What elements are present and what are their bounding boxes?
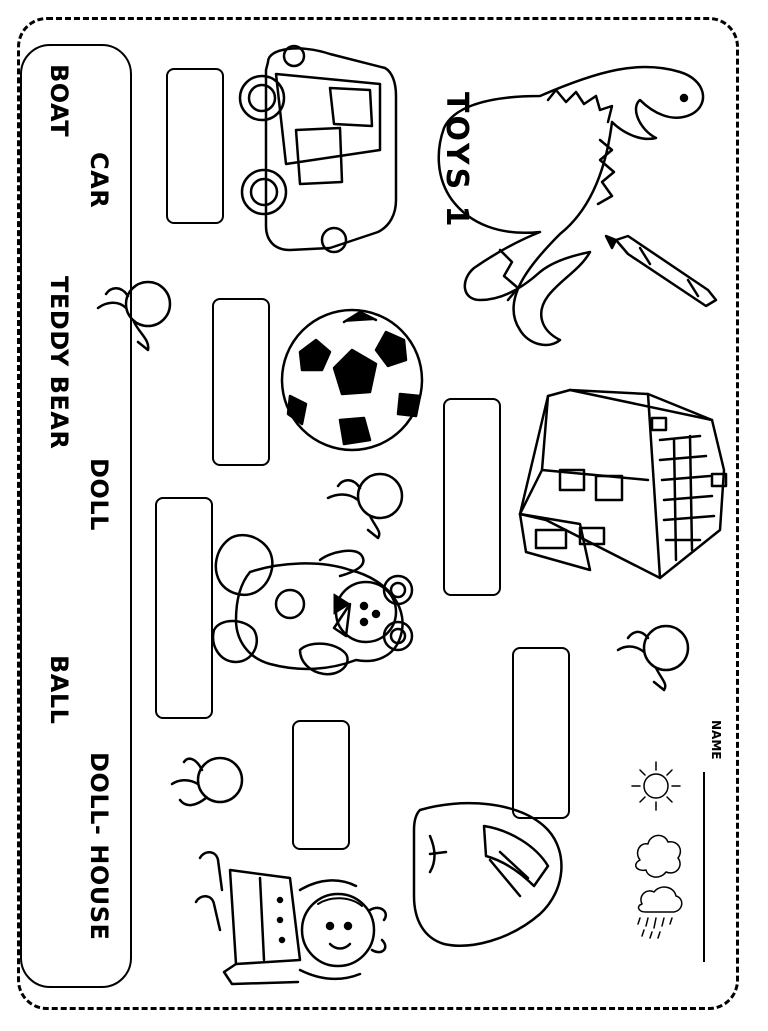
- answer-box-ball[interactable]: [212, 298, 270, 466]
- crayon-icon: [604, 234, 718, 308]
- rain-cloud-icon: [637, 886, 683, 939]
- answer-box-doll[interactable]: [292, 720, 350, 850]
- teddy-bear-icon: [211, 533, 414, 676]
- flower-icon: [326, 472, 404, 540]
- name-label: NAME: [709, 720, 723, 760]
- dashed-page-border: [17, 17, 739, 1010]
- ball-icon: [280, 308, 424, 452]
- boat-icon: [412, 801, 563, 947]
- sun-icon: [631, 761, 681, 811]
- dinosaur-icon: [437, 65, 705, 347]
- answer-box-dollhouse[interactable]: [443, 398, 501, 596]
- doll-icon: [194, 851, 387, 986]
- car-icon: [238, 44, 398, 254]
- flower-icon: [96, 280, 172, 352]
- cloud-icon: [635, 834, 682, 878]
- worksheet-title: TOYS 1: [439, 92, 474, 230]
- flower-icon: [170, 756, 244, 807]
- answer-box-car[interactable]: [166, 68, 224, 224]
- name-input-line[interactable]: [703, 772, 705, 962]
- answer-box-boat[interactable]: [512, 647, 570, 819]
- dollhouse-icon: [518, 388, 728, 580]
- flower-icon: [616, 624, 690, 692]
- answer-box-teddy-bear[interactable]: [155, 497, 213, 719]
- word-bank-panel: [20, 44, 132, 988]
